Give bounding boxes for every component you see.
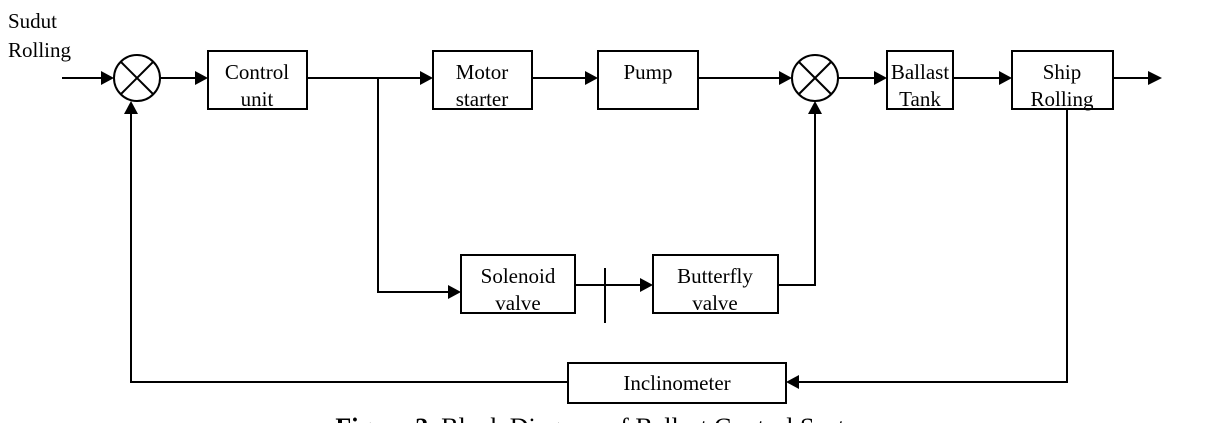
- arrow-sum2-bottom: [808, 101, 822, 114]
- input-label: Sudut Rolling: [8, 9, 72, 62]
- arrow-motor: [420, 71, 433, 85]
- arrowheads: [101, 71, 1162, 389]
- line-branch-solenoid: [377, 78, 448, 293]
- inclinometer-block: Inclinometer: [567, 362, 787, 404]
- arrow-input: [101, 71, 114, 85]
- arrow-inclinometer: [786, 375, 799, 389]
- arrow-sum2: [779, 71, 792, 85]
- arrow-output: [1148, 71, 1162, 85]
- connection-lines: [62, 77, 1148, 383]
- summing-junction-2: [791, 54, 839, 102]
- line-feedback: [130, 114, 568, 383]
- figure-number: Figure 2.: [335, 413, 434, 423]
- line-butterfly-sum2: [778, 114, 816, 286]
- figure-caption: Figure 2. Block Diagram of Ballast Contr…: [335, 413, 876, 423]
- arrow-pump: [585, 71, 598, 85]
- figure-title: Block Diagram of Ballast Control System: [441, 413, 876, 423]
- svg-text:Pump: Pump: [623, 60, 672, 84]
- arrow-tank: [874, 71, 887, 85]
- line-ship-inclinometer: [799, 109, 1068, 383]
- arrow-ship: [999, 71, 1012, 85]
- svg-text:Inclinometer: Inclinometer: [623, 371, 730, 395]
- summing-junction-1: [113, 54, 161, 102]
- arrow-butterfly: [640, 278, 653, 292]
- pump-block: Pump: [597, 50, 699, 110]
- arrow-control: [195, 71, 208, 85]
- arrow-solenoid: [448, 285, 461, 299]
- arrow-sum1-bottom: [124, 101, 138, 114]
